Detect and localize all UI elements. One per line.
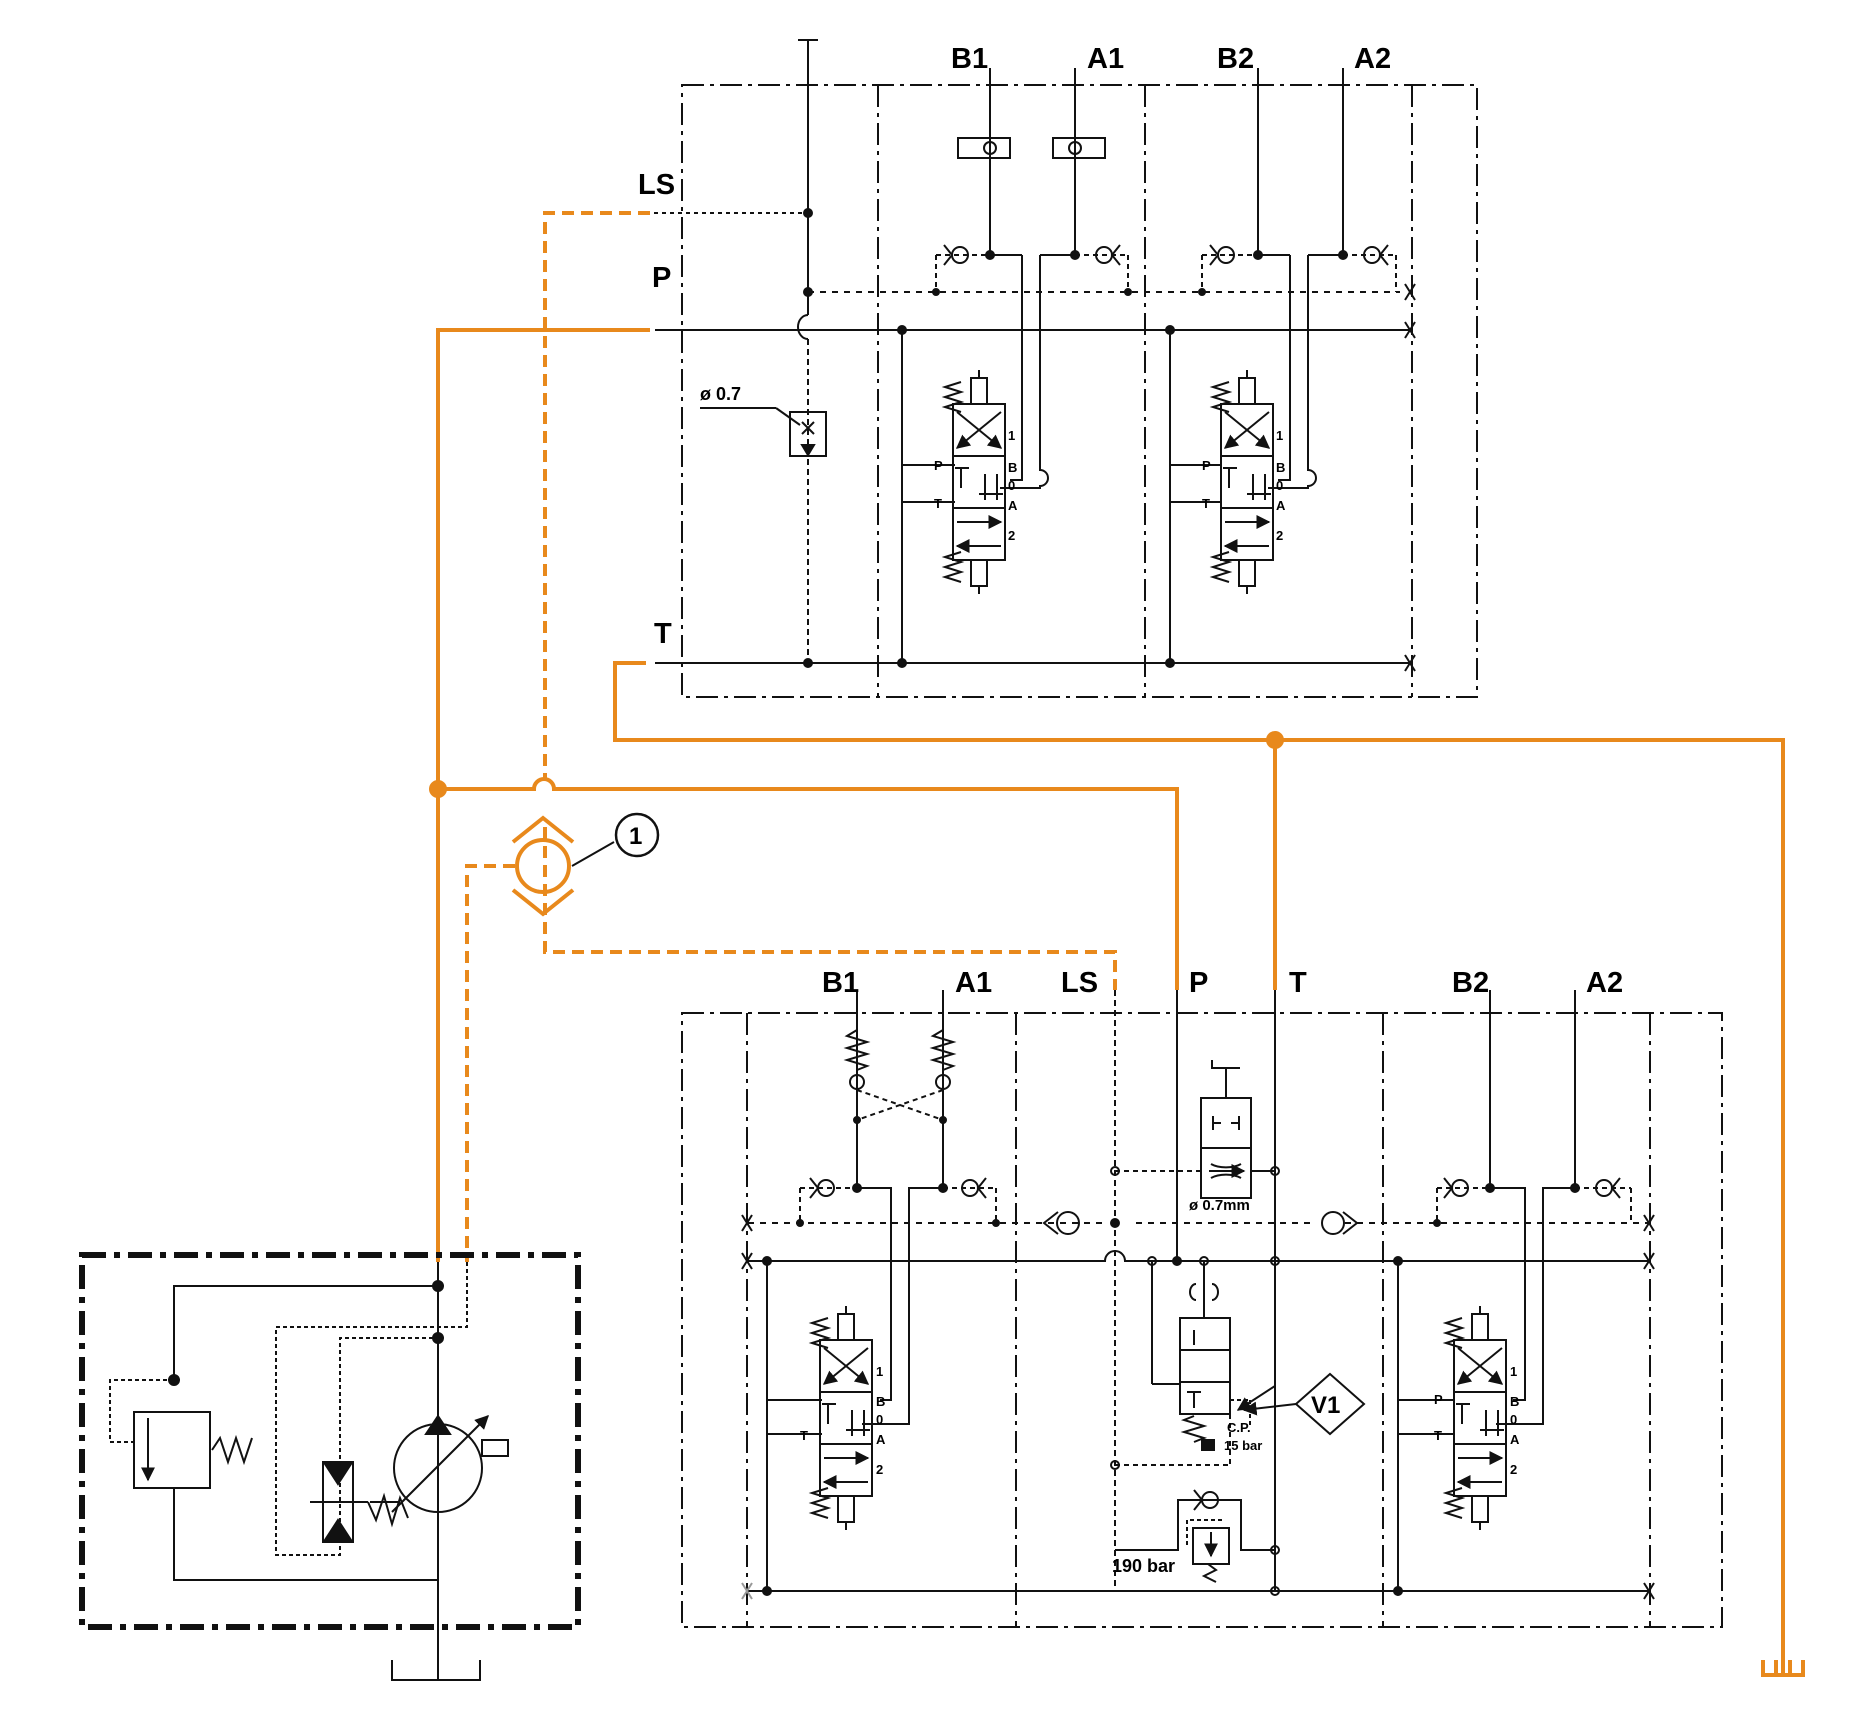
lower-mark-2-1: 2	[876, 1462, 883, 1477]
v1-diamond	[1242, 1372, 1366, 1436]
upper-mark-0-1: 0	[1008, 478, 1015, 493]
upper-port-a1: A1	[1087, 43, 1124, 75]
relief-pressure-label: 190 bar	[1112, 1556, 1175, 1576]
cp-pressure-label: 15 bar	[1224, 1438, 1262, 1453]
v1-label: V1	[1311, 1392, 1340, 1419]
upper-port-p: P	[652, 262, 671, 294]
lower-inlet-section	[1042, 990, 1359, 1596]
lower-section-2	[1398, 990, 1632, 1435]
lower-section-1	[767, 990, 1000, 1435]
shuttle-callout-label: 1	[629, 823, 642, 850]
upper-valve-block	[681, 84, 1478, 698]
lower-port-a1: A1	[955, 967, 992, 999]
lower-mark-a-2: A	[1510, 1432, 1520, 1447]
lower-mark-0-1: 0	[876, 1412, 883, 1427]
lower-mark-b-1: B	[876, 1394, 885, 1409]
upper-mark-2-1: 2	[1008, 528, 1015, 543]
lower-mark-t-2: T	[1434, 1428, 1442, 1443]
upper-port-ls: LS	[638, 169, 675, 201]
lower-mark-t-1: T	[800, 1428, 808, 1443]
lower-mark-2-2: 2	[1510, 1462, 1517, 1477]
lower-spool-marks-1: T 1 B 0 A 2	[800, 1364, 886, 1477]
upper-port-b2: B2	[1217, 43, 1254, 75]
cp-label: C.P.	[1227, 1420, 1251, 1435]
upper-mark-0-2: 0	[1276, 478, 1283, 493]
upper-mark-a-1: A	[1008, 498, 1018, 513]
lower-port-p: P	[1189, 967, 1208, 999]
orange-circuit	[429, 211, 1805, 1677]
upper-section-1	[897, 68, 1132, 668]
lower-mark-a-1: A	[876, 1432, 886, 1447]
upper-port-t: T	[654, 618, 672, 650]
upper-spool-marks-2: P T 1 B 0 A 2	[1202, 428, 1286, 543]
pump-group	[79, 1252, 581, 1681]
lower-spool-marks-2: P T 1 B 0 A 2	[1434, 1364, 1520, 1477]
lower-port-b2: B2	[1452, 967, 1489, 999]
lower-mark-b-2: B	[1510, 1394, 1519, 1409]
upper-mark-2-2: 2	[1276, 528, 1283, 543]
upper-mark-t-2: T	[1202, 496, 1210, 511]
lower-mark-p-2: P	[1434, 1392, 1443, 1407]
lower-orifice-label: ø 0.7mm	[1189, 1197, 1250, 1214]
upper-mark-b-1: B	[1008, 460, 1017, 475]
upper-galleries	[655, 283, 1416, 672]
upper-mark-1-1: 1	[1008, 428, 1015, 443]
upper-orifice	[700, 407, 827, 457]
upper-section-2	[1165, 68, 1397, 668]
upper-spool-marks-1: P T 1 B 0 A 2	[934, 428, 1018, 543]
upper-mark-t-1: T	[934, 496, 942, 511]
lower-valve-block	[681, 1012, 1723, 1628]
upper-mark-a-2: A	[1276, 498, 1286, 513]
upper-mark-p-1: P	[934, 458, 943, 473]
lower-port-t: T	[1289, 967, 1307, 999]
lower-port-b1: B1	[822, 967, 859, 999]
lower-port-a2: A2	[1586, 967, 1623, 999]
lower-mark-1-2: 1	[1510, 1364, 1517, 1379]
shuttle-callout-circle	[614, 812, 660, 858]
lower-mark-1-1: 1	[876, 1364, 883, 1379]
upper-port-b1: B1	[951, 43, 988, 75]
upper-mark-1-2: 1	[1276, 428, 1283, 443]
upper-ls-line	[654, 39, 818, 668]
upper-orifice-label: ø 0.7	[700, 384, 741, 404]
lower-port-ls: LS	[1061, 967, 1098, 999]
upper-port-a2: A2	[1354, 43, 1391, 75]
lower-mark-0-2: 0	[1510, 1412, 1517, 1427]
upper-mark-p-2: P	[1202, 458, 1211, 473]
upper-mark-b-2: B	[1276, 460, 1285, 475]
